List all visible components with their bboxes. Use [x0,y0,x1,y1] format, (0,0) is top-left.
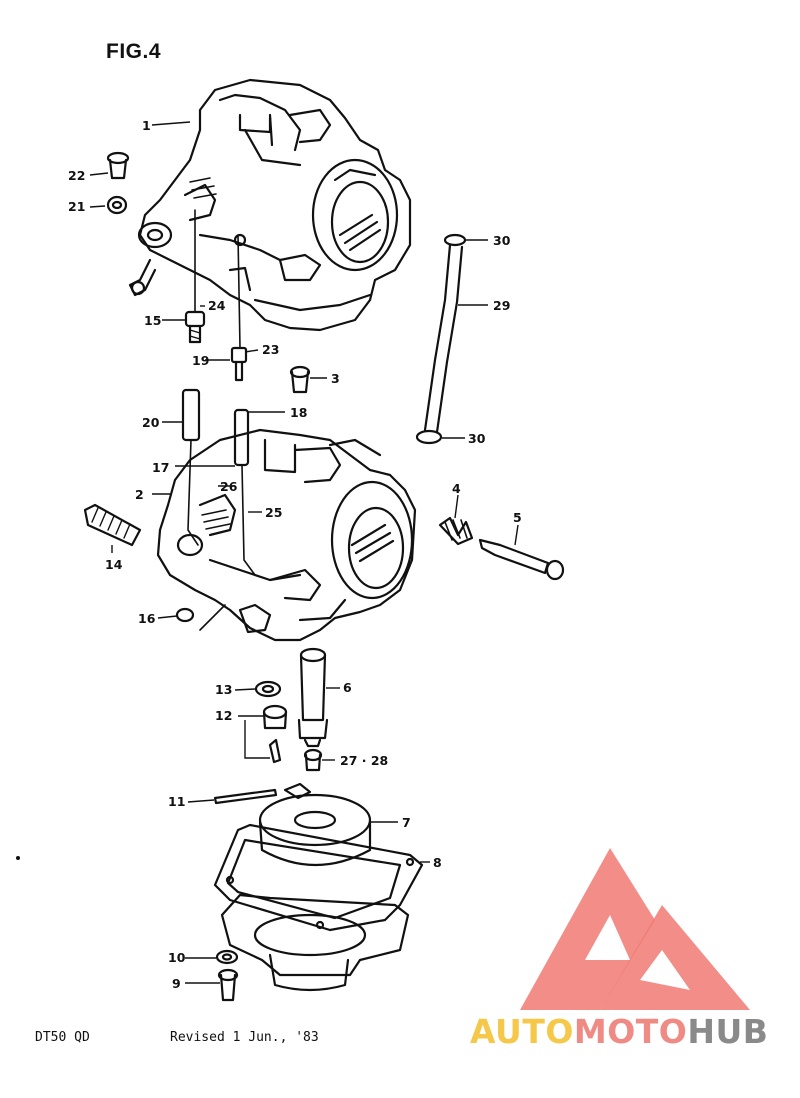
leader-lines [89,121,519,984]
pilot-jet-27-28 [303,748,323,772]
revision-note: Revised 1 Jun., '83 [170,1030,319,1045]
callout-9: 9 [172,976,181,991]
callout-30-bottom: 30 [468,431,486,446]
callout-17: 17 [152,460,169,475]
gasket-8 [213,823,424,932]
callout-5: 5 [513,510,522,525]
callout-24: 24 [208,298,226,313]
washer-13 [254,680,282,698]
callout-23: 23 [262,342,279,357]
callout-labels: 1 2 3 4 5 6 7 8 9 10 11 12 13 14 15 16 1… [68,118,522,991]
stray-dot [16,856,20,860]
screw-3 [289,365,311,394]
stud-14 [83,503,142,547]
float-bowl [220,893,410,992]
upper-carburetor-body [128,78,412,332]
callout-14: 14 [105,557,123,572]
watermark-logo [520,848,750,1010]
fuel-hose-29 [415,233,467,445]
screw-15 [184,209,206,344]
pin-11 [213,788,278,805]
callout-25: 25 [265,505,282,520]
callout-8: 8 [433,855,442,870]
float-7 [258,793,372,866]
watermark-moto: MOTO [573,1012,688,1051]
callout-4: 4 [452,481,461,496]
callout-30-top: 30 [493,233,511,248]
callout-26: 26 [220,479,238,494]
spring-4 [438,516,474,546]
callout-15: 15 [144,313,161,328]
screw-9 [217,968,239,1002]
callout-20: 20 [142,415,160,430]
callout-6: 6 [343,680,352,695]
rod-20 [181,388,201,546]
callout-3: 3 [331,371,340,386]
callout-19: 19 [192,353,209,368]
screw-22 [106,151,130,180]
washer-16 [175,607,195,623]
jet-12 [262,704,288,764]
callout-12: 12 [215,708,232,723]
watermark-text: AUTOMOTOHUB [470,1012,768,1051]
washer-10 [215,949,239,965]
watermark-auto: AUTO [470,1012,574,1051]
model-code: DT50 QD [35,1030,90,1045]
rod-19 [230,233,248,382]
callout-22: 22 [68,168,85,183]
nut-21 [106,195,128,215]
callout-7: 7 [402,815,411,830]
callout-2: 2 [135,487,144,502]
callout-29: 29 [493,298,510,313]
callout-16: 16 [138,611,156,626]
callout-27-28: 27 · 28 [340,753,388,768]
figure-title: FIG.4 [106,40,162,63]
watermark-hub: HUB [687,1012,769,1051]
callout-11: 11 [168,794,185,809]
callout-10: 10 [168,950,186,965]
callout-18: 18 [290,405,307,420]
callout-13: 13 [215,682,232,697]
rod-18 [233,408,256,576]
callout-21: 21 [68,199,85,214]
screw-5 [478,538,565,581]
lower-carburetor-body [156,428,417,642]
nozzle-6 [297,647,329,748]
callout-1: 1 [142,118,151,133]
